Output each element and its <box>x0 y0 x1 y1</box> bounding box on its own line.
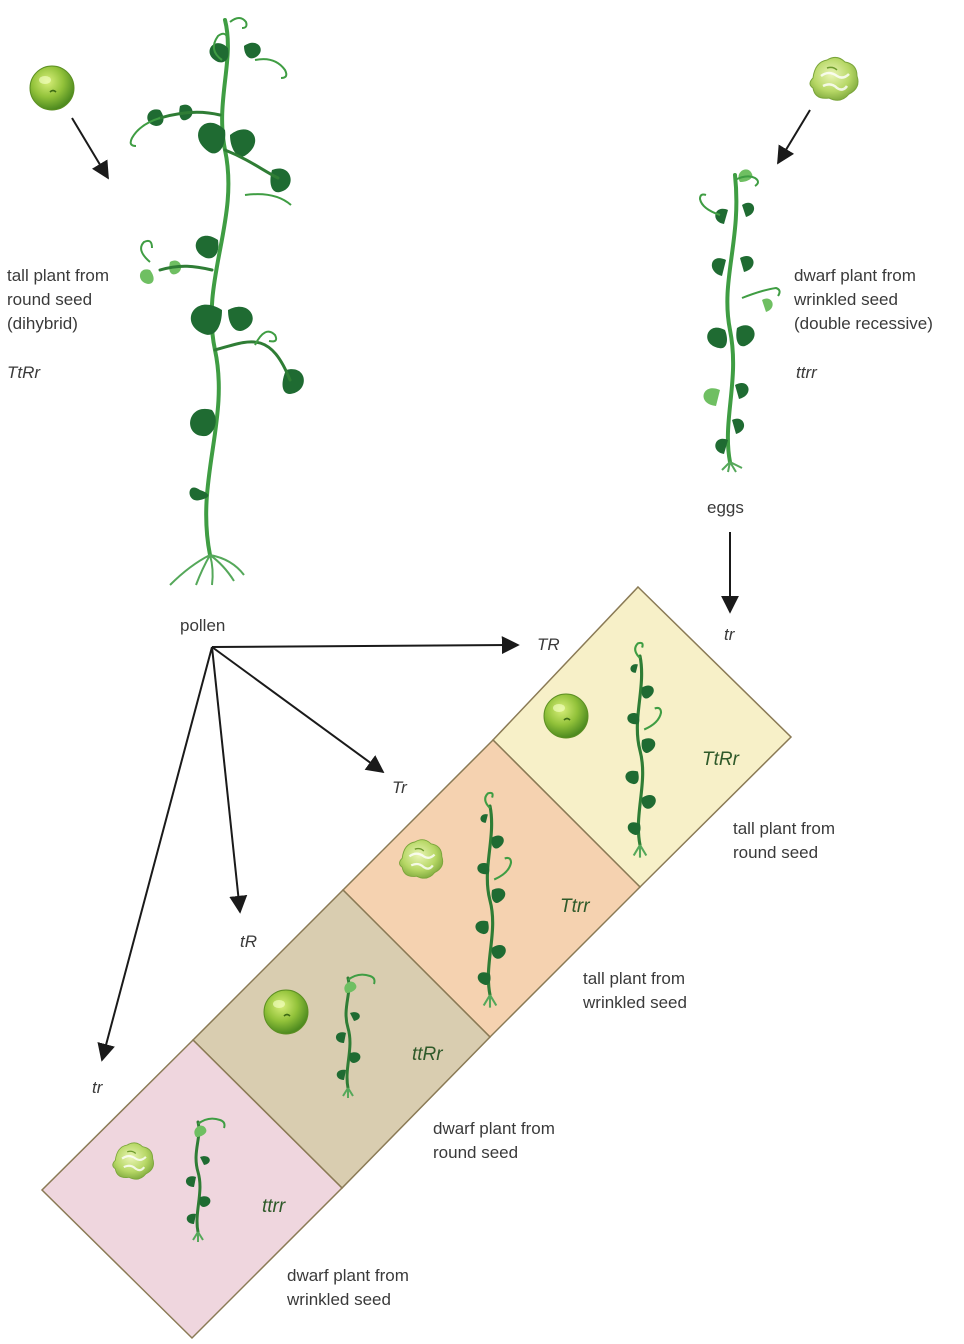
pollen-gamete-tr: tr <box>92 1078 104 1097</box>
right-parent-description-line-2: wrinkled seed <box>793 290 898 309</box>
arrow-to-tr <box>102 647 212 1060</box>
round-seed-icon <box>264 990 308 1034</box>
pollen-gamete-TR: TR <box>537 635 560 654</box>
round-seed-icon <box>30 66 74 110</box>
offspring-description-4-line-1: dwarf plant from <box>287 1266 409 1285</box>
dwarf-pea-plant-icon <box>700 169 780 472</box>
offspring-strip: TtRr Ttrr ttRr ttrr <box>42 587 791 1338</box>
left-parent-description-line-2: round seed <box>7 290 92 309</box>
pollen-gamete-tR: tR <box>240 932 257 951</box>
right-parent-description-line-3: (double recessive) <box>794 314 933 333</box>
offspring-description-2-line-2: wrinkled seed <box>582 993 687 1012</box>
offspring-genotype: Ttrr <box>560 896 590 917</box>
offspring-description-3-line-1: dwarf plant from <box>433 1119 555 1138</box>
left-parent: tall plant from round seed (dihybrid) Tt… <box>7 18 304 635</box>
arrow-to-TR <box>212 645 518 647</box>
arrow-to-tR <box>212 647 240 912</box>
right-parent-description-line-1: dwarf plant from <box>794 266 916 285</box>
offspring-genotype: TtRr <box>702 749 740 770</box>
right-parent-genotype: ttrr <box>796 363 818 382</box>
pollen-gamete-Tr: Tr <box>392 778 408 797</box>
left-parent-description-line-1: tall plant from <box>7 266 109 285</box>
offspring-description-3-line-2: round seed <box>433 1143 518 1162</box>
seed-to-plant-arrow-right <box>778 110 810 163</box>
offspring-genotype: ttrr <box>262 1196 286 1217</box>
round-seed-icon <box>544 694 588 738</box>
offspring-description-1-line-1: tall plant from <box>733 819 835 838</box>
wrinkled-seed-icon <box>810 57 858 100</box>
left-parent-description-line-3: (dihybrid) <box>7 314 78 333</box>
arrow-to-Tr <box>212 647 383 772</box>
tall-pea-plant-icon <box>131 18 304 585</box>
offspring-description-1-line-2: round seed <box>733 843 818 862</box>
egg-gamete-tr: tr <box>724 625 736 644</box>
seed-to-plant-arrow-left <box>72 118 108 178</box>
eggs-label: eggs <box>707 498 744 517</box>
pollen-label: pollen <box>180 616 225 635</box>
left-parent-genotype: TtRr <box>7 363 41 382</box>
offspring-description-2-line-1: tall plant from <box>583 969 685 988</box>
right-parent: dwarf plant from wrinkled seed (double r… <box>700 57 933 644</box>
offspring-description-4-line-2: wrinkled seed <box>286 1290 391 1309</box>
offspring-genotype: ttRr <box>412 1044 443 1065</box>
